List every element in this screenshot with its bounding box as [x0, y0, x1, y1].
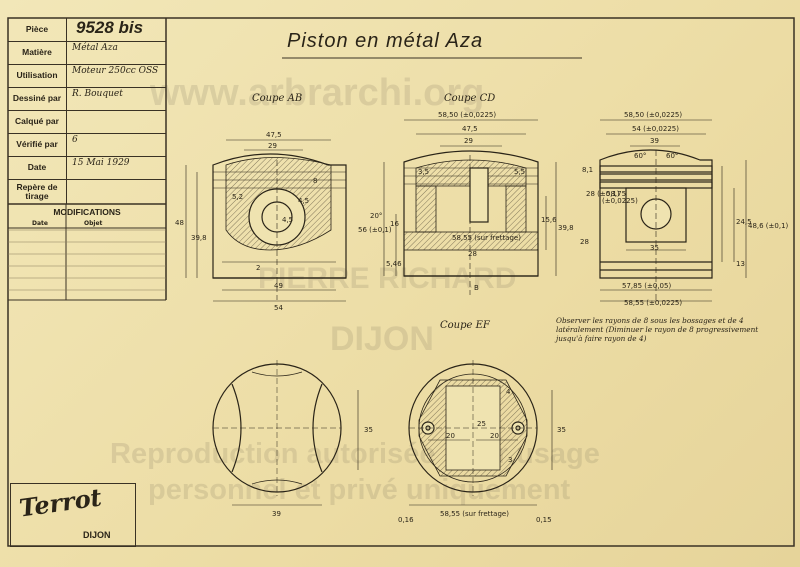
dim-f-20a: 20	[446, 432, 455, 440]
title-row-repere: Repère de tirage	[8, 179, 166, 204]
drawing-title: Piston en métal Aza	[287, 30, 484, 52]
label-verifie: Vérifié par	[8, 133, 67, 156]
title-row-piece: Pièce 9528 bis	[8, 18, 166, 42]
dim-ab-left2: 39,8	[191, 234, 207, 242]
modifications-block: MODIFICATIONS Date Objet	[8, 204, 166, 484]
dim-ab-r1: 5,2	[232, 193, 243, 201]
dim-right-13: 13	[736, 260, 745, 268]
dim-cd-top: 58,50 (±0,0225)	[438, 111, 496, 119]
dim-f-25: 25	[477, 420, 486, 428]
modifications-heading: MODIFICATIONS	[53, 207, 121, 217]
dim-right-5785: 57,85 (±0,05)	[622, 282, 671, 290]
piston-section-cd	[403, 150, 539, 277]
dim-ab-base: 49	[274, 282, 283, 290]
dim-ab-r5: 4,5	[282, 216, 293, 224]
dim-f-015: 0,15	[536, 516, 552, 524]
dim-cd-585: 58,55 (sur frettage)	[452, 234, 521, 242]
dim-f-4: 4	[506, 388, 511, 396]
dim-right-245: 24,5	[736, 218, 752, 226]
piston-plan-view-e	[212, 360, 342, 496]
logo-city: DIJON	[83, 530, 111, 540]
label-utilisation: Utilisation	[8, 64, 67, 87]
section-label-cd: Coupe CD	[444, 93, 496, 104]
dim-right-486: 48,6 (±0,1)	[748, 222, 789, 230]
dim-right-28b: 28 (±0,1)	[586, 190, 620, 198]
dim-cd-546: 5,46	[386, 260, 402, 268]
dim-right-54: 54 (±0,0225)	[632, 125, 679, 133]
dim-f-5855: 58,55 (sur frettage)	[440, 510, 509, 518]
dim-right-35: 35	[650, 244, 659, 252]
value-matiere: Métal Aza	[72, 43, 118, 53]
dim-right-top: 58,50 (±0,0225)	[624, 111, 682, 119]
dim-ab-left1: 48	[175, 219, 184, 227]
watermark-url: www.arbrarchi.org	[150, 72, 485, 114]
modifications-col-objet: Objet	[84, 220, 103, 227]
dim-cd-29: 29	[464, 137, 473, 145]
dim-cd-b: B	[474, 284, 479, 292]
dim-cd-475: 47,5	[462, 125, 478, 133]
modifications-col-date: Date	[32, 220, 48, 227]
dim-cd-35: 3,5	[418, 168, 429, 176]
dim-cd-55: 5,5	[514, 168, 525, 176]
title-row-date: Date 15 Mai 1929	[8, 156, 166, 180]
dim-ab-29: 29	[268, 142, 277, 150]
title-row-matiere: Matière Métal Aza	[8, 41, 166, 65]
label-repere: Repère de tirage	[8, 179, 67, 204]
title-row-calque: Calqué par	[8, 110, 166, 134]
section-label-ab: Coupe AB	[252, 93, 303, 104]
logo-brand: Terrot	[17, 482, 104, 523]
piston-section-ab	[212, 153, 347, 279]
dim-f-016: 0,16	[398, 516, 414, 524]
dim-ab-r2: 4,5	[298, 197, 309, 205]
piston-section-ef	[408, 360, 538, 496]
watermark-repro-line2: personnel et privé uniquement	[148, 474, 571, 506]
value-utilisation: Moteur 250cc OSS	[72, 66, 159, 76]
value-piece: 9528 bis	[76, 18, 144, 37]
label-date: Date	[8, 156, 67, 179]
dim-f-20b: 20	[490, 432, 499, 440]
dim-right-81: 8,1	[582, 166, 593, 174]
dim-ab-top: 47,5	[266, 131, 282, 139]
label-calque: Calqué par	[8, 110, 67, 133]
dim-cd-28: 28	[468, 250, 477, 258]
dim-right-28: 28	[580, 238, 589, 246]
title-row-dessine: Dessiné par R. Bouquet	[8, 87, 166, 111]
machining-note: Observer les rayons de 8 sous les bossag…	[556, 316, 759, 343]
label-matiere: Matière	[8, 41, 67, 64]
terrot-logo: Terrot DIJON	[10, 482, 136, 547]
watermark-city: DIJON	[330, 320, 434, 358]
section-label-ef: Coupe EF	[440, 320, 490, 331]
dim-right-39: 39	[650, 137, 659, 145]
dim-cd-16: 16	[390, 220, 399, 228]
value-dessine: R. Bouquet	[72, 89, 123, 99]
label-piece: Pièce	[8, 18, 67, 41]
dim-cd-20: 20°	[370, 212, 382, 220]
label-dessine: Dessiné par	[8, 87, 67, 110]
dim-f-3: 3	[508, 456, 512, 464]
dim-cd-398: 39,8	[558, 224, 574, 232]
dim-right-60b: 60°	[666, 152, 678, 160]
dim-right-5875b: (±0,0225)	[602, 197, 638, 205]
title-row-verifie: Vérifié par 6	[8, 133, 166, 157]
dim-right-60a: 60°	[634, 152, 646, 160]
dim-e-39: 39	[272, 510, 281, 518]
title-row-utilisation: Utilisation Moteur 250cc OSS	[8, 64, 166, 88]
dim-ab-r3: 8	[313, 177, 317, 185]
dim-right-5855: 58,55 (±0,0225)	[624, 299, 682, 307]
dim-right-5875: 58,75	[606, 190, 626, 198]
dim-ab-54: 54	[274, 304, 283, 312]
dim-e-35: 35	[364, 426, 373, 434]
value-verifie: 6	[72, 135, 78, 145]
dim-cd-56: 56 (±0,1)	[358, 226, 392, 234]
dim-f-35: 35	[557, 426, 566, 434]
dim-cd-15: 15,6	[541, 216, 557, 224]
dim-ab-r4: 2	[256, 264, 260, 272]
value-date: 15 Mai 1929	[72, 158, 130, 168]
